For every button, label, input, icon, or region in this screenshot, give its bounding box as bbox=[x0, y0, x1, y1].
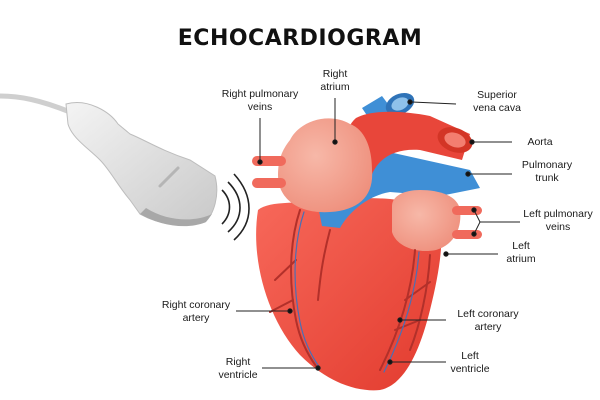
label-right-pulmonary-veins: Right pulmonary veins bbox=[221, 88, 299, 113]
label-superior-vena-cava: Superior vena cava bbox=[473, 89, 521, 114]
label-pulmonary-trunk: Pulmonary trunk bbox=[521, 159, 573, 184]
label-left-ventricle: Left ventricle bbox=[450, 350, 490, 375]
label-right-coronary-artery: Right coronary artery bbox=[161, 299, 231, 324]
label-left-atrium: Left atrium bbox=[506, 240, 536, 265]
label-left-coronary-artery: Left coronary artery bbox=[457, 308, 519, 333]
label-aorta: Aorta bbox=[527, 136, 553, 148]
label-right-atrium: Right atrium bbox=[320, 68, 350, 93]
diagram-title: ECHOCARDIOGRAM bbox=[177, 26, 423, 51]
label-right-ventricle: Right ventricle bbox=[218, 356, 258, 381]
ultrasound-probe-icon bbox=[0, 93, 250, 241]
label-left-pulmonary-veins: Left pulmonary veins bbox=[523, 208, 593, 233]
